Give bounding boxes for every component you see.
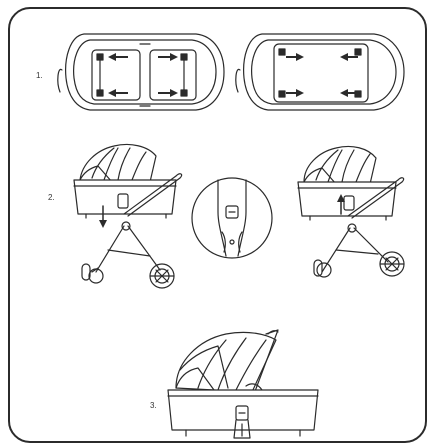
arrow-icon-group-left [108,53,178,97]
stroller-attach-left [73,143,183,289]
bassinet-top-view-left [57,33,225,111]
arrow-left-icon [340,53,358,61]
arrow-icon-group-right [286,53,358,97]
arrow-down-icon-head [99,220,107,228]
arrow-right-icon [158,89,178,97]
arrow-up-icon-head [337,194,345,202]
arrow-left-icon [108,89,128,97]
arrow-left-icon [340,89,358,97]
assembled-bassinet [167,329,319,439]
step-3-label: 3. [150,401,157,410]
adapter-detail-circle [191,177,273,259]
stroller-attach-right [297,145,405,278]
instruction-panel [8,7,427,443]
bassinet-top-view-right [235,33,405,111]
arrow-left-icon [108,53,128,61]
arrow-right-icon [158,53,178,61]
step-2-label: 2. [48,193,55,202]
arrow-right-icon [286,53,304,61]
step-1-label: 1. [36,71,43,80]
arrow-right-icon [286,89,304,97]
